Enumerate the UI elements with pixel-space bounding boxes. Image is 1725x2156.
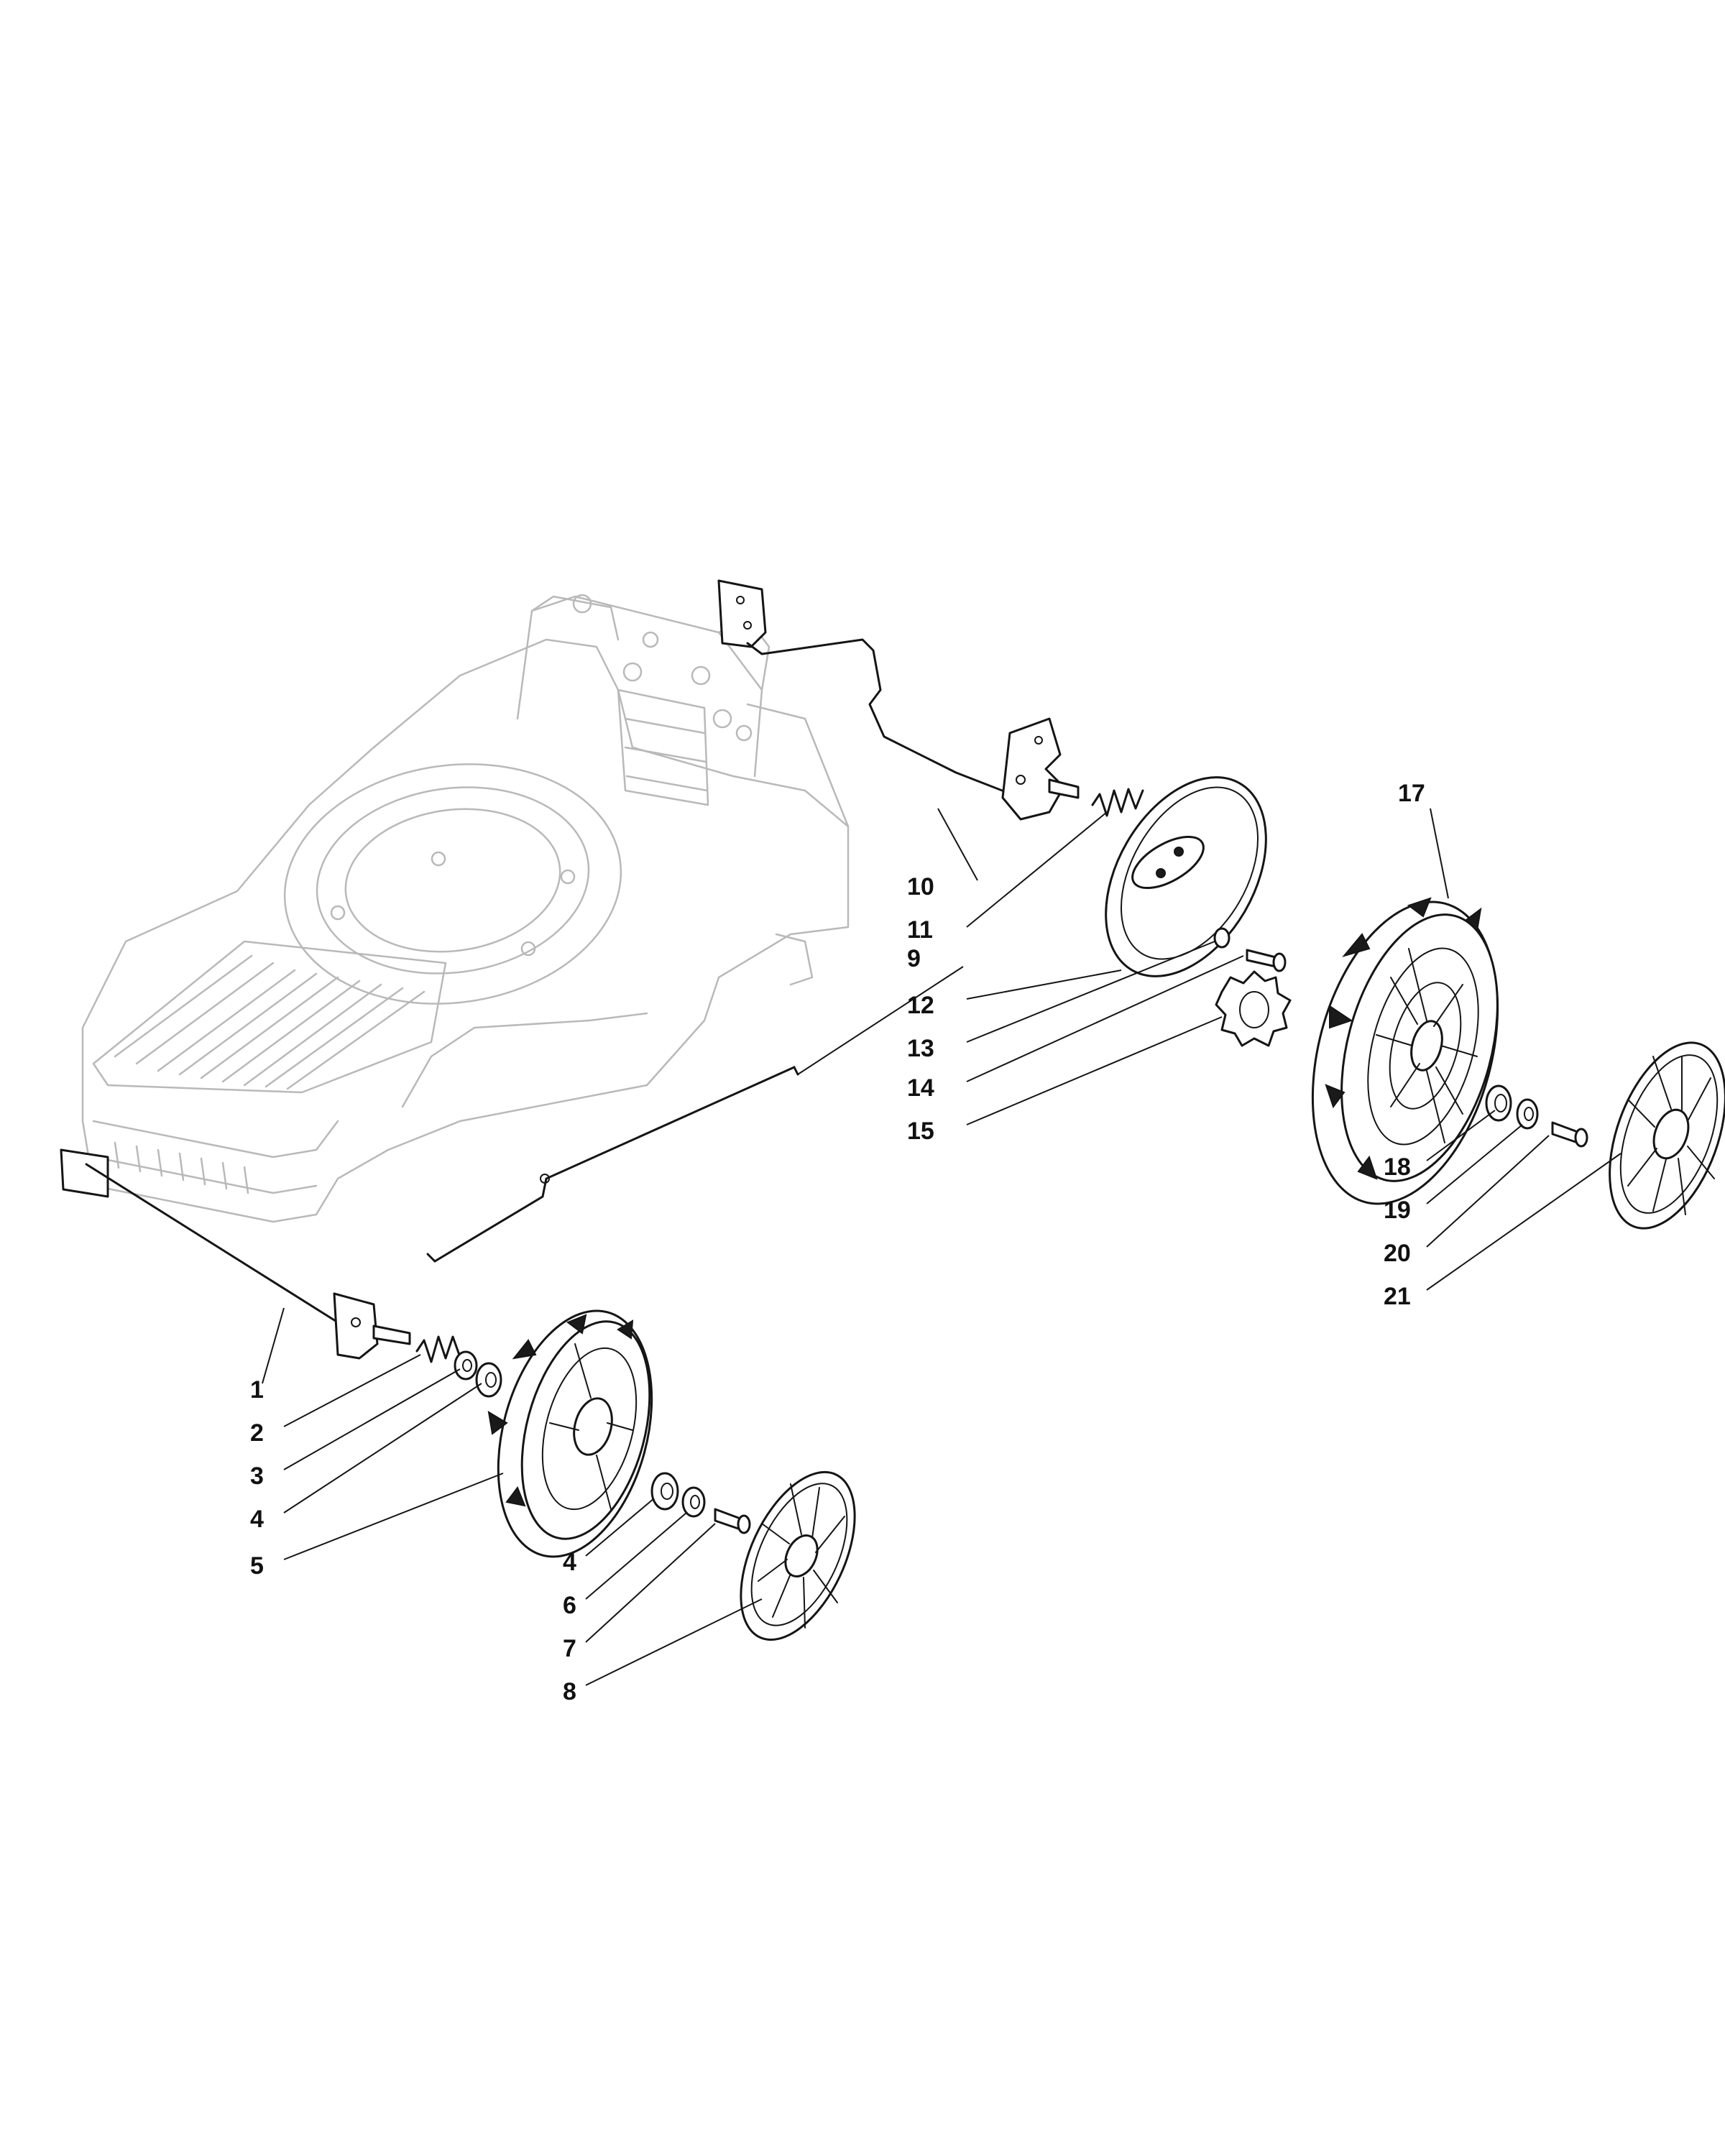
- callout-labels: 1 2 3 4 5 4 6 7 8 9 10 11 12 13 14 15 17…: [250, 780, 1425, 1705]
- mower-deck: [81, 594, 850, 1223]
- washer-19: [1516, 1098, 1539, 1130]
- front-spring: [415, 1335, 461, 1363]
- callout-7: 7: [563, 1635, 576, 1662]
- callout-6: 6: [563, 1592, 576, 1619]
- rear-spring: [1091, 788, 1144, 817]
- callout-15: 15: [907, 1118, 934, 1145]
- drive-gear-15: [1215, 970, 1292, 1047]
- callout-10: 10: [907, 873, 934, 900]
- callout-11: 11: [907, 916, 933, 944]
- callout-4-front-inner: 4: [250, 1506, 264, 1533]
- callout-9: 9: [907, 945, 921, 972]
- rear-hub-cap: [1609, 1041, 1725, 1230]
- callout-19: 19: [1384, 1197, 1411, 1224]
- front-height-lever: [60, 1148, 411, 1360]
- callout-21: 21: [1384, 1283, 1411, 1310]
- callout-13: 13: [907, 1035, 934, 1062]
- callout-3: 3: [250, 1462, 264, 1490]
- rear-height-lever: [717, 579, 1080, 821]
- bolt-14: [1246, 949, 1287, 972]
- callout-14: 14: [907, 1074, 934, 1102]
- callout-12: 12: [907, 992, 934, 1019]
- washer-13: [1213, 927, 1230, 949]
- bearing-18: [1485, 1084, 1512, 1122]
- front-bearing-4a: [475, 1362, 502, 1398]
- callout-4-front-outer: 4: [563, 1549, 576, 1576]
- callout-1: 1: [250, 1376, 264, 1404]
- front-bolt-7: [714, 1508, 751, 1534]
- rear-wheel-cover-plate: [1105, 776, 1267, 977]
- rear-wheel: [1311, 897, 1499, 1205]
- bolt-20: [1551, 1121, 1588, 1148]
- leader-lines: [262, 808, 1622, 1686]
- cable-rod: [426, 1066, 799, 1263]
- callout-18: 18: [1384, 1153, 1411, 1181]
- front-bearing-4b: [650, 1472, 679, 1511]
- callout-5: 5: [250, 1552, 264, 1580]
- callout-2: 2: [250, 1419, 264, 1447]
- front-washer-3: [454, 1350, 478, 1381]
- front-wheel: [487, 1309, 653, 1558]
- callout-20: 20: [1384, 1240, 1411, 1267]
- callout-8: 8: [563, 1678, 576, 1705]
- front-hub-cap: [740, 1470, 856, 1641]
- callout-17: 17: [1398, 780, 1425, 807]
- front-washer-6: [681, 1486, 706, 1518]
